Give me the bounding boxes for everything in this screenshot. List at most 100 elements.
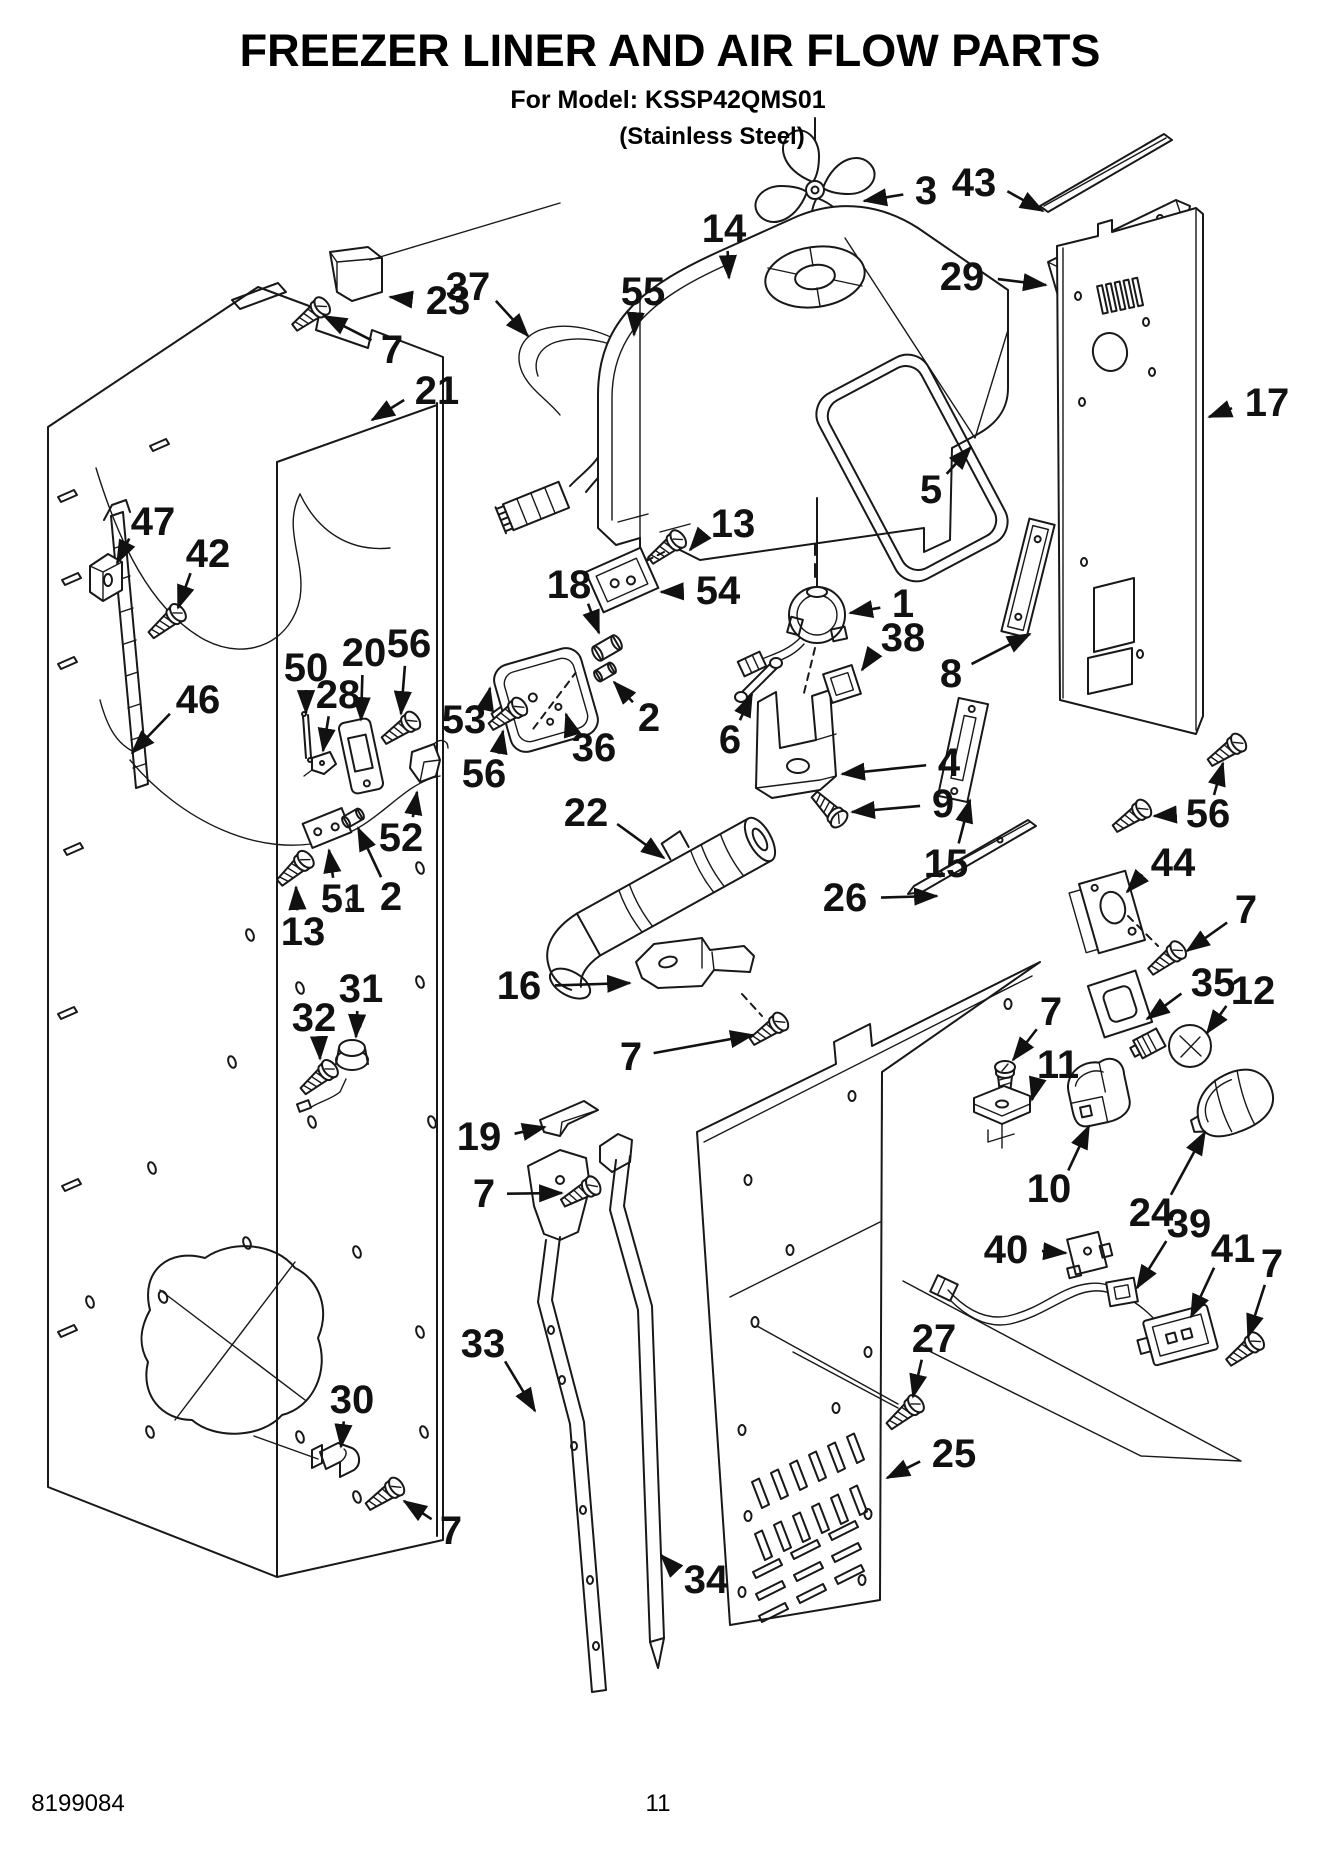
callout-arrow-9 [850, 800, 921, 820]
callout-16-39: 16 [497, 964, 632, 1008]
light-bulb [1129, 1024, 1212, 1068]
line-art [1086, 969, 1154, 1039]
callout-label-38: 38 [881, 616, 926, 660]
line-art [548, 967, 592, 1000]
callout-arrow-38 [860, 645, 883, 672]
line-art [649, 1637, 665, 1669]
callout-label-4: 4 [938, 741, 961, 785]
line-art [295, 1430, 305, 1444]
line-art [1062, 209, 1197, 731]
line-art [1102, 985, 1138, 1023]
callout-56-51: 56 [1152, 792, 1230, 836]
top-clip [329, 202, 561, 302]
callout-label-37: 37 [446, 265, 491, 309]
callout-7-42: 7 [473, 1172, 564, 1216]
line-art [987, 1123, 1015, 1149]
callout-13-31: 13 [281, 885, 325, 954]
line-art [610, 634, 623, 651]
line-art [767, 247, 863, 307]
line-art [863, 1508, 873, 1520]
line-art [1148, 367, 1156, 377]
line-art [609, 578, 620, 589]
line-art [1096, 284, 1109, 315]
line-art [736, 650, 768, 678]
callout-label-10: 10 [1027, 1167, 1072, 1211]
line-art [1090, 883, 1099, 892]
callout-label-56: 56 [462, 752, 507, 796]
callout-arrow-43 [1006, 190, 1045, 213]
line-art [584, 546, 660, 614]
line-art [103, 499, 131, 521]
line-art [902, 1280, 1242, 1462]
line-art [1096, 276, 1145, 315]
line-art [782, 129, 820, 183]
callout-5-10: 5 [920, 445, 973, 512]
callout-31-35: 31 [339, 967, 383, 1039]
line-art [857, 1574, 867, 1586]
bushing-2b [593, 661, 617, 683]
line-art [803, 647, 816, 694]
line-art [950, 787, 959, 796]
line-art [302, 714, 312, 759]
line-art [1151, 1313, 1210, 1357]
callout-7-1: 7 [322, 314, 403, 372]
rail-34 [599, 1133, 665, 1669]
line-art [532, 671, 577, 730]
line-art [47, 117, 1275, 1693]
hook-bracket [89, 553, 123, 602]
line-art [618, 833, 745, 933]
line-art [786, 615, 804, 637]
callout-arrow-30 [334, 1421, 353, 1449]
line-art [369, 202, 561, 261]
line-art [703, 975, 1033, 1298]
line-art [743, 816, 777, 863]
callout-label-7: 7 [440, 1509, 462, 1553]
callout-label-7: 7 [1235, 888, 1257, 932]
line-art [419, 739, 449, 783]
callout-arrow-54 [659, 582, 685, 601]
line-art [518, 325, 649, 416]
callout-55-4: 55 [621, 270, 665, 337]
line-art [319, 760, 325, 766]
callout-label-46: 46 [176, 678, 221, 722]
callout-3-6: 3 [862, 169, 937, 213]
callout-40-59: 40 [984, 1228, 1068, 1272]
air-duct-gasket [815, 353, 1009, 583]
line-art [242, 1236, 252, 1250]
line-art [1204, 1070, 1256, 1133]
line-art [806, 586, 828, 598]
clip-39 [1105, 1276, 1139, 1308]
line-art [947, 1282, 1111, 1318]
callout-label-22: 22 [564, 791, 609, 835]
callout-52-28: 52 [379, 790, 423, 860]
callout-arrow-44 [1125, 868, 1150, 894]
line-art [1105, 1276, 1139, 1308]
line-art [354, 807, 365, 821]
clip-28 [303, 751, 337, 777]
line-art [701, 937, 715, 971]
line-art [756, 1325, 899, 1409]
line-art [815, 353, 1009, 583]
line-art [591, 645, 604, 662]
line-art [1131, 276, 1145, 308]
callout-33-43: 33 [461, 1322, 537, 1413]
callout-arrow-12 [1205, 1005, 1228, 1035]
line-art [751, 827, 769, 852]
line-art [329, 246, 383, 302]
callout-label-19: 19 [457, 1115, 502, 1159]
line-art [299, 493, 391, 550]
shield-strip-26 [907, 819, 1037, 895]
line-art [696, 961, 1041, 1626]
line-art [973, 1085, 1031, 1125]
line-art [737, 1586, 747, 1598]
line-art [303, 769, 313, 777]
callout-2-30: 2 [356, 826, 402, 919]
callout-arrow-31 [348, 1010, 367, 1039]
bushing-18 [591, 634, 623, 662]
line-art [307, 1115, 317, 1129]
callout-arrow-36 [563, 712, 582, 739]
callout-arrow-3 [862, 188, 904, 207]
line-art [829, 625, 849, 643]
line-art [342, 807, 364, 829]
